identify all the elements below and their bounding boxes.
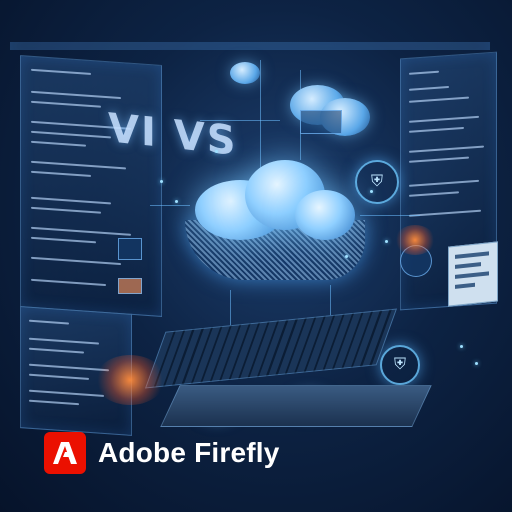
top-bar xyxy=(10,42,490,50)
cloud-icon xyxy=(230,62,260,84)
adobe-logo-icon xyxy=(44,432,86,474)
circuit-line xyxy=(330,285,331,330)
text-line xyxy=(409,115,479,123)
circuit-line xyxy=(260,60,261,170)
text-line xyxy=(29,347,84,354)
particle xyxy=(175,200,178,203)
card-row xyxy=(455,251,489,259)
text-line xyxy=(31,160,126,170)
watermark-brand-text: Adobe Firefly xyxy=(98,437,280,468)
text-line xyxy=(31,68,91,75)
text-line xyxy=(29,389,104,397)
card-row xyxy=(455,271,489,279)
particle xyxy=(385,240,388,243)
text-line xyxy=(409,156,469,163)
text-line xyxy=(31,100,101,108)
particle xyxy=(345,255,348,258)
keyboard-icon xyxy=(144,308,398,389)
cloud-puff xyxy=(295,190,355,240)
text-line xyxy=(31,170,91,177)
adobe-a-glyph xyxy=(53,442,77,464)
text-line xyxy=(409,191,459,197)
text-line xyxy=(409,96,469,103)
text-line xyxy=(31,236,96,244)
text-line xyxy=(31,256,121,266)
text-line xyxy=(29,373,89,380)
orange-glow xyxy=(95,355,165,405)
text-line xyxy=(31,140,86,147)
text-line xyxy=(31,196,111,205)
server-icon xyxy=(118,278,142,294)
main-cloud-icon xyxy=(175,160,365,290)
card-row xyxy=(455,282,475,289)
particle xyxy=(460,345,463,348)
adobe-firefly-watermark: Adobe Firefly xyxy=(44,432,280,474)
server-icon xyxy=(300,110,342,134)
text-line xyxy=(29,319,69,325)
particle xyxy=(215,150,218,153)
screen-card xyxy=(448,241,498,307)
text-line xyxy=(31,226,131,236)
server-icon xyxy=(118,238,142,260)
card-row xyxy=(455,262,481,269)
base-slab xyxy=(160,385,432,427)
text-line xyxy=(29,399,79,406)
text-line xyxy=(409,179,479,187)
circuit-line xyxy=(360,215,420,216)
particle xyxy=(160,180,163,183)
text-line xyxy=(409,145,484,153)
text-line xyxy=(31,278,106,287)
text-line xyxy=(31,206,101,214)
circuit-line xyxy=(200,120,280,121)
text-line xyxy=(409,126,464,133)
text-line xyxy=(409,85,449,91)
orange-glow xyxy=(395,225,435,255)
text-line xyxy=(31,130,111,139)
circuit-line xyxy=(230,290,231,330)
text-line xyxy=(31,90,121,100)
shield-icon: ⛨ xyxy=(355,160,399,204)
shield-icon: ⛨ xyxy=(380,345,420,385)
text-line xyxy=(409,70,439,75)
circuit-line xyxy=(150,205,190,206)
text-line xyxy=(29,337,99,345)
particle xyxy=(475,362,478,365)
